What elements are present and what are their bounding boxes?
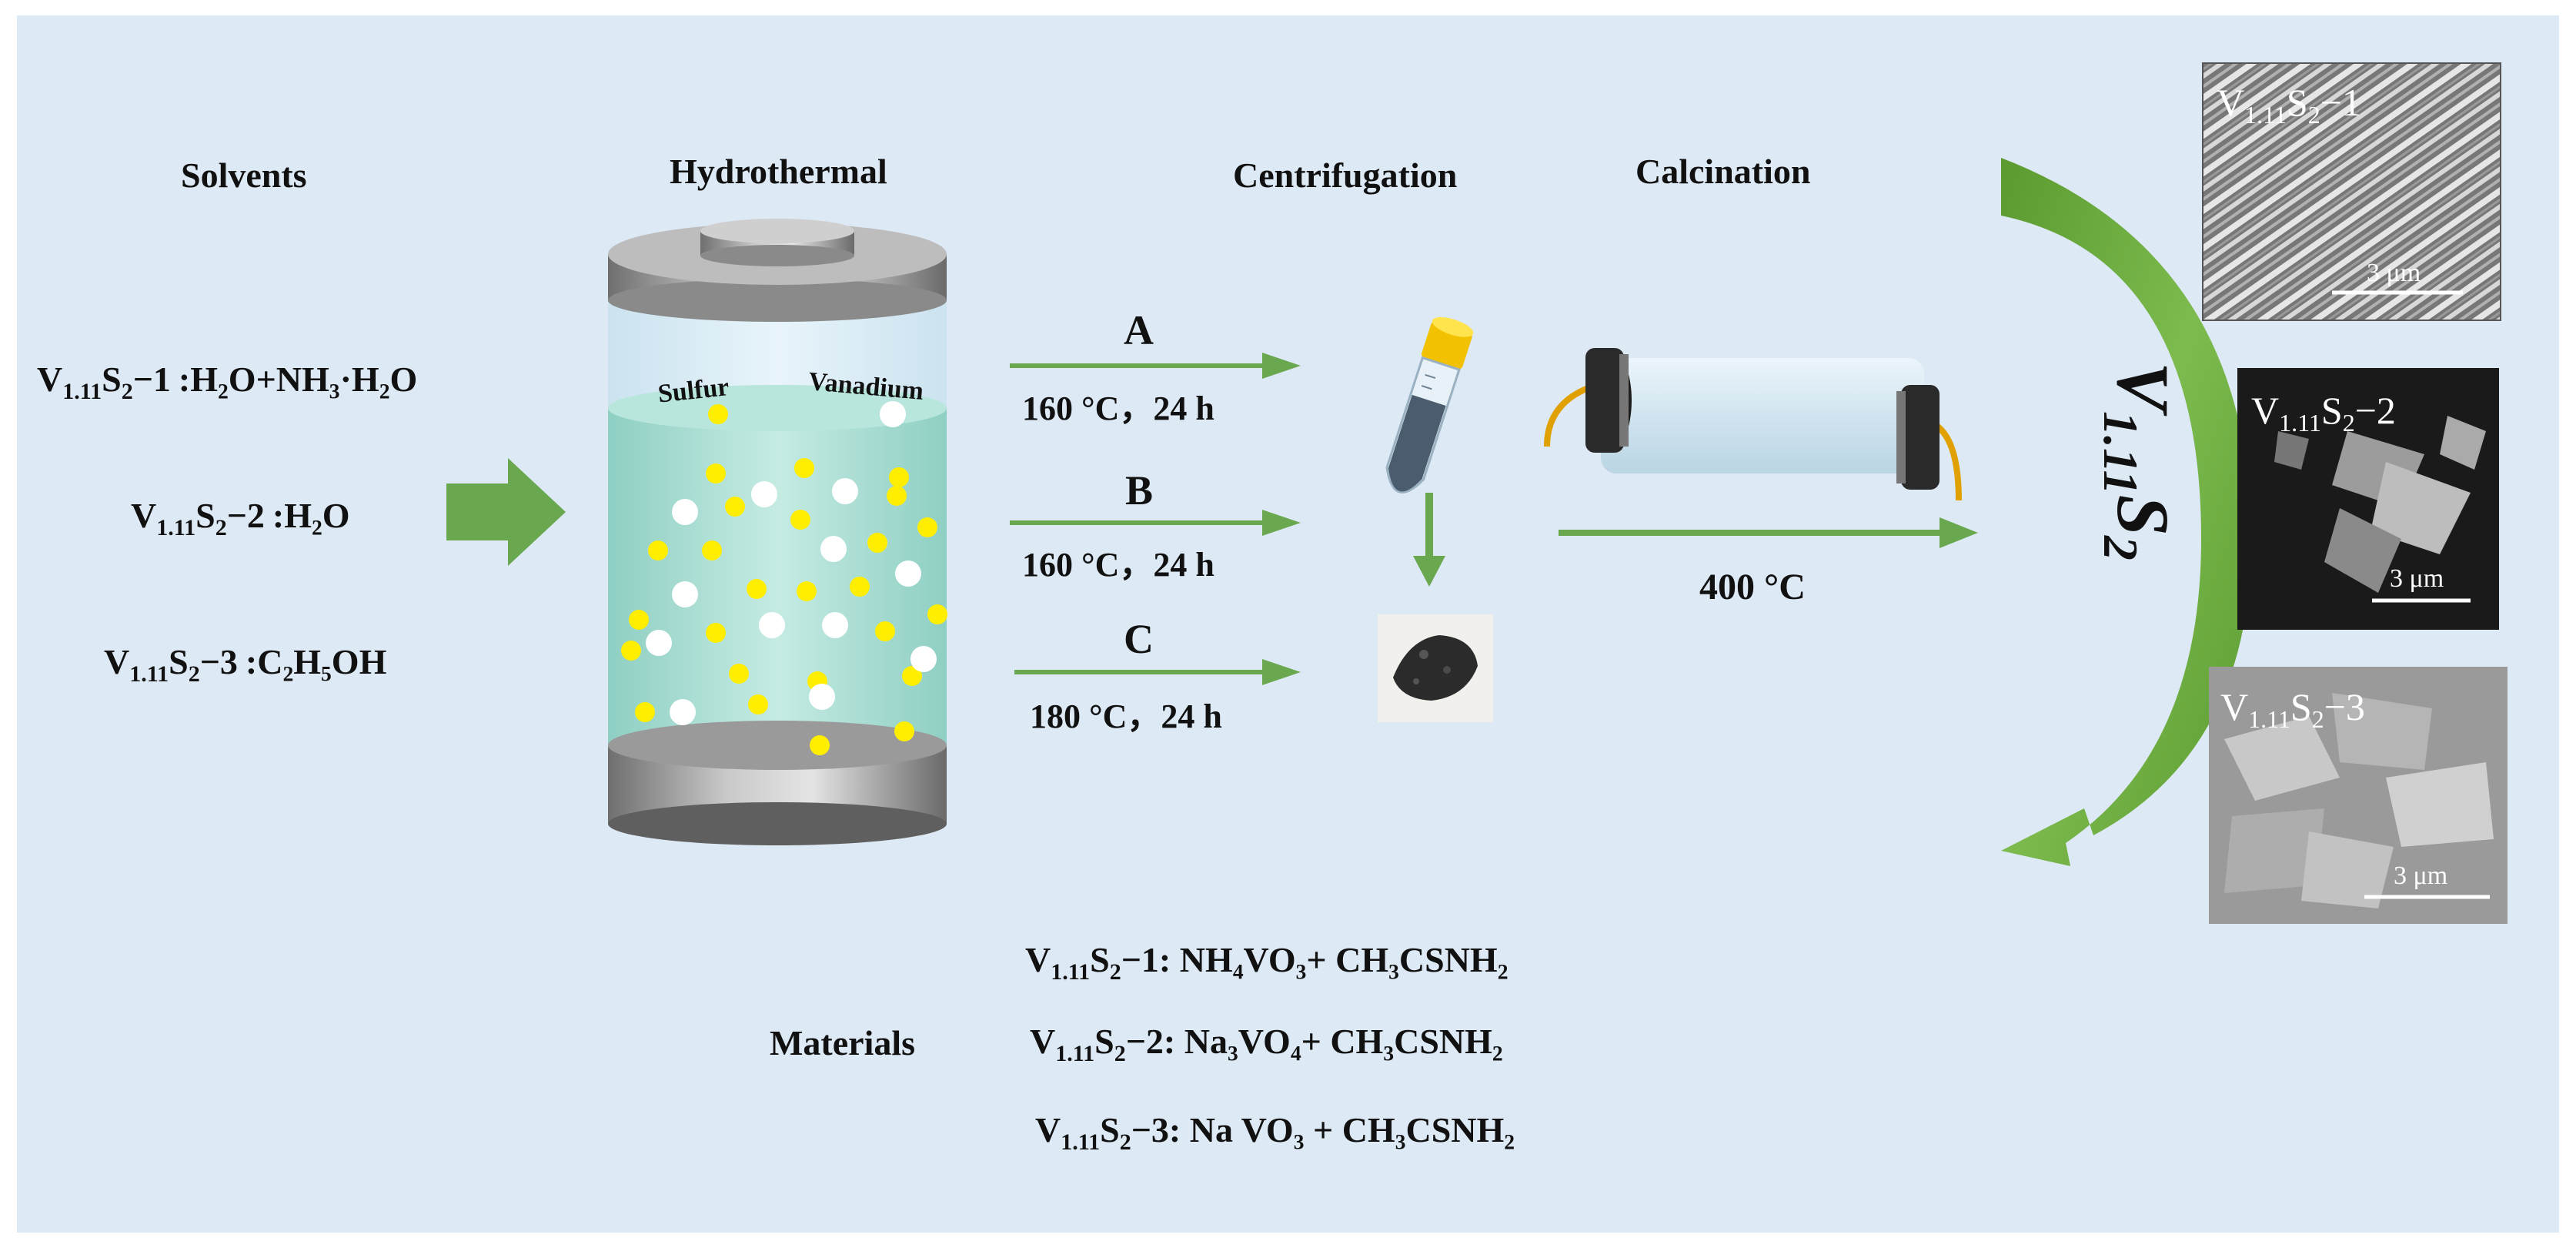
calcination-temp: 400 °C (1699, 567, 1806, 607)
calcination-arrow (1559, 517, 1978, 548)
curved-product-arrow (2001, 158, 2251, 866)
route-a-condition: 160 °C，24 h (1022, 390, 1214, 427)
sulfur-particle (621, 641, 641, 661)
sem-2-scale: 3 μm (2390, 564, 2444, 593)
vanadium-particle (832, 478, 858, 504)
sulfur-particle (790, 510, 810, 530)
route-a: A 160 °C，24 h (1010, 307, 1301, 427)
solvent-line-2: V1.11S2−2:H₂O (131, 496, 350, 540)
sulfur-particle (648, 540, 668, 560)
sulfur-particle (635, 702, 655, 722)
hydrothermal-header: Hydrothermal (670, 152, 887, 191)
route-a-letter: A (1124, 307, 1154, 353)
centrifuge-tube-icon (1385, 316, 1474, 494)
sulfur-particle (887, 486, 907, 506)
hydrothermal-reactor (608, 219, 947, 845)
sem-1-scale: 3 μm (2367, 259, 2421, 287)
sem-image-3: V1.11S2−3 3 μm (2209, 667, 2508, 924)
sulfur-particle (867, 533, 887, 553)
vanadium-particle (820, 536, 847, 562)
sem-3-scale: 3 μm (2394, 862, 2447, 890)
material-line-1: V1.11S2−1: NH₄VO₃+ CH₃CSNH₂ (1025, 940, 1508, 985)
calcination-header: Calcination (1635, 152, 1810, 191)
svg-text:V1.11S2: V1.11S2 (2093, 362, 2184, 560)
sulfur-particle (748, 694, 768, 714)
vanadium-particle (646, 630, 672, 656)
solvent-line-3: V1.11S2−3:C₂H₅OH (104, 642, 387, 687)
powder-sample (1378, 614, 1493, 722)
sem-3-label: V1.11S2−3 (2220, 685, 2365, 733)
background-panel (17, 15, 2559, 1233)
sulfur-particle (917, 517, 937, 537)
vanadium-particle (672, 581, 698, 607)
sulfur-particle (794, 458, 814, 478)
solvent-line-1: V1.11S2−1:H₂O+NH₃·H₂O (37, 360, 417, 404)
sulfur-particle (902, 666, 922, 686)
sem-image-1: V1.11S2−1 3 μm (2202, 62, 2501, 321)
vanadium-particle (672, 499, 698, 525)
sulfur-particle (702, 540, 722, 560)
route-c-letter: C (1124, 616, 1154, 662)
sulfur-particle (894, 721, 914, 741)
sulfur-particle (629, 610, 649, 630)
centrifugation-header: Centrifugation (1233, 156, 1457, 195)
vanadium-particle (822, 612, 848, 638)
material-line-2: V1.11S2−2: Na₃VO₄+ CH₃CSNH₂ (1030, 1022, 1503, 1066)
calcination-tube (1544, 348, 1962, 501)
route-b-letter: B (1125, 467, 1153, 514)
feed-arrow (446, 458, 566, 566)
sulfur-particle (889, 467, 909, 487)
sulfur-particle (729, 664, 749, 684)
vanadium-particle (670, 699, 696, 725)
material-line-3: V1.11S2−3: Na VO₃ + CH₃CSNH₂ (1035, 1110, 1515, 1155)
vanadium-particle (751, 481, 777, 507)
sem-image-2: V1.11S2−2 3 μm (2237, 368, 2499, 630)
particles (621, 401, 947, 755)
solvents-header: Solvents (181, 156, 307, 195)
product-label: V1.11S2 (2093, 362, 2184, 560)
route-b: B 160 °C，24 h (1010, 467, 1301, 584)
vanadium-particle (895, 560, 921, 587)
sulfur-particle (706, 463, 726, 483)
route-c: C 180 °C，24 h (1014, 616, 1301, 735)
sulfur-particle (706, 623, 726, 643)
route-c-condition: 180 °C，24 h (1030, 698, 1222, 735)
vanadium-particle (910, 646, 937, 672)
sulfur-particle (810, 735, 830, 755)
sem-1-label: V1.11S2−1 (2217, 81, 2361, 129)
vanadium-particle (880, 401, 906, 427)
sulfur-particle (747, 579, 767, 599)
down-arrow (1413, 493, 1445, 587)
materials-header: Materials (770, 1023, 915, 1062)
liquid (608, 408, 947, 747)
sem-2-label: V1.11S2−2 (2251, 389, 2396, 437)
sulfur-particle (875, 621, 895, 641)
sulfur-particle (850, 577, 870, 597)
sulfur-particle (708, 404, 728, 424)
sulfur-particle (927, 604, 947, 624)
sulfur-particle (725, 497, 745, 517)
route-b-condition: 160 °C，24 h (1022, 546, 1214, 584)
sulfur-particle (797, 581, 817, 601)
vanadium-particle (759, 612, 785, 638)
vanadium-particle (809, 684, 835, 710)
